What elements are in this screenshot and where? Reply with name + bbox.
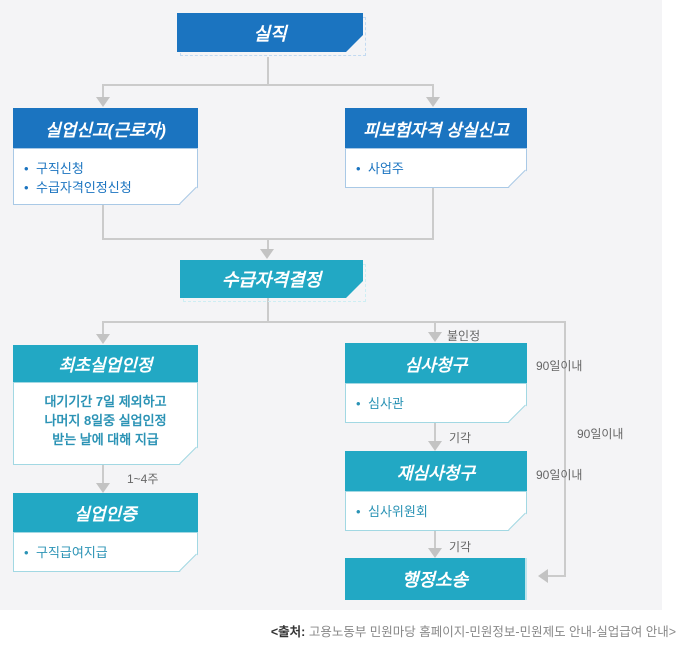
connector-to-first-recognition — [102, 321, 104, 336]
arrow-into-review — [428, 332, 442, 342]
arrow-into-reexamination — [428, 441, 442, 451]
insured-loss-body: 사업주 — [345, 148, 527, 188]
node-unemployment-report: 실업신고(근로자) 구직신청 수급자격인정신청 — [13, 108, 198, 205]
list-item: 심사관 — [356, 394, 518, 413]
review-request-title: 심사청구 — [345, 343, 527, 383]
note-line: 나머지 8일중 실업인정 — [44, 413, 167, 428]
edge-label-rejected-1: 기각 — [449, 431, 472, 445]
node-jobloss: 실직 — [177, 13, 366, 56]
reexamination-body: 심사위원회 — [345, 491, 527, 531]
connector-to-review — [434, 321, 436, 334]
list-item: 구직급여지급 — [24, 543, 189, 562]
list-item: 수급자격인정신청 — [24, 178, 189, 197]
list-item: 사업주 — [356, 159, 518, 178]
node-insured-loss-report: 피보험자격 상실신고 사업주 — [345, 108, 527, 188]
certification-title: 실업인증 — [13, 493, 198, 532]
arrow-into-eligibility — [260, 249, 274, 259]
edge-label-90days-3: 90일이내 — [536, 468, 583, 482]
list-item: 심사위원회 — [356, 502, 518, 521]
connector-to-unemployment-report — [102, 84, 104, 98]
arrow-into-first-recognition — [96, 334, 110, 344]
certification-body: 구직급여지급 — [13, 532, 198, 572]
connector-into-litigation — [548, 575, 566, 577]
edge-label-90days-2: 90일이내 — [577, 427, 624, 441]
connector-to-insured-loss — [432, 84, 434, 98]
node-admin-litigation: 행정소송 — [345, 558, 527, 600]
connector-to-certification — [102, 465, 104, 488]
node-eligibility-decision: 수급자격결정 — [180, 260, 366, 302]
unemployment-report-title: 실업신고(근로자) — [13, 108, 198, 148]
eligibility-box: 수급자격결정 — [180, 260, 363, 298]
connector-bottom-split — [102, 321, 566, 323]
arrow-into-insured-loss — [426, 97, 440, 107]
node-first-recognition: 최초실업인정 대기기간 7일 제외하고 나머지 8일중 실업인정 받는 날에 대… — [13, 345, 198, 465]
arrow-into-unemployment-report — [96, 97, 110, 107]
source-caption: <출처: 고용노동부 민원마당 홈페이지-민원정보-민원제도 안내-실업급여 안… — [0, 621, 676, 640]
insured-loss-title: 피보험자격 상실신고 — [345, 108, 527, 148]
node-unemployment-certification: 실업인증 구직급여지급 — [13, 493, 198, 572]
connector-insured-down — [432, 188, 434, 240]
arrow-into-litigation-down — [428, 548, 442, 558]
note-line: 받는 날에 대해 지급 — [52, 432, 159, 447]
connector-to-litigation-down — [434, 531, 436, 553]
connector-top-split — [102, 84, 434, 86]
node-review-request: 심사청구 심사관 — [345, 343, 527, 423]
source-caption-text: 고용노동부 민원마당 홈페이지-민원정보-민원제도 안내-실업급여 안내> — [305, 625, 676, 639]
unemployment-report-body: 구직신청 수급자격인정신청 — [13, 148, 198, 205]
connector-eligibility-down — [267, 298, 269, 323]
review-request-body: 심사관 — [345, 383, 527, 423]
edge-label-rejected-2: 기각 — [449, 540, 472, 554]
edge-label-90days-1: 90일이내 — [536, 359, 583, 373]
connector-to-eligibility — [267, 238, 269, 250]
source-caption-prefix: <출처: — [270, 625, 306, 639]
connector-jobloss-down — [267, 57, 269, 84]
connector-report-down — [102, 205, 104, 240]
edge-label-not-recognized: 불인정 — [447, 329, 481, 343]
reexamination-title: 재심사청구 — [345, 451, 527, 491]
connector-right-long — [564, 321, 566, 577]
arrow-into-litigation — [538, 569, 548, 583]
node-reexamination-request: 재심사청구 심사위원회 — [345, 451, 527, 531]
jobloss-box: 실직 — [177, 13, 363, 52]
list-item: 구직신청 — [24, 159, 189, 178]
arrow-into-certification — [96, 483, 110, 493]
first-recognition-body: 대기기간 7일 제외하고 나머지 8일중 실업인정 받는 날에 대해 지급 — [13, 382, 198, 465]
connector-to-reexamination — [434, 423, 436, 446]
first-recognition-title: 최초실업인정 — [13, 345, 198, 382]
admin-litigation-box: 행정소송 — [345, 558, 527, 600]
note-line: 대기기간 7일 제외하고 — [44, 394, 167, 409]
flowchart-canvas: 불인정 1~4주 기각 기각 90일이내 90일이내 90일이내 실직 실업신고… — [0, 0, 662, 610]
edge-label-weeks: 1~4주 — [127, 472, 159, 486]
